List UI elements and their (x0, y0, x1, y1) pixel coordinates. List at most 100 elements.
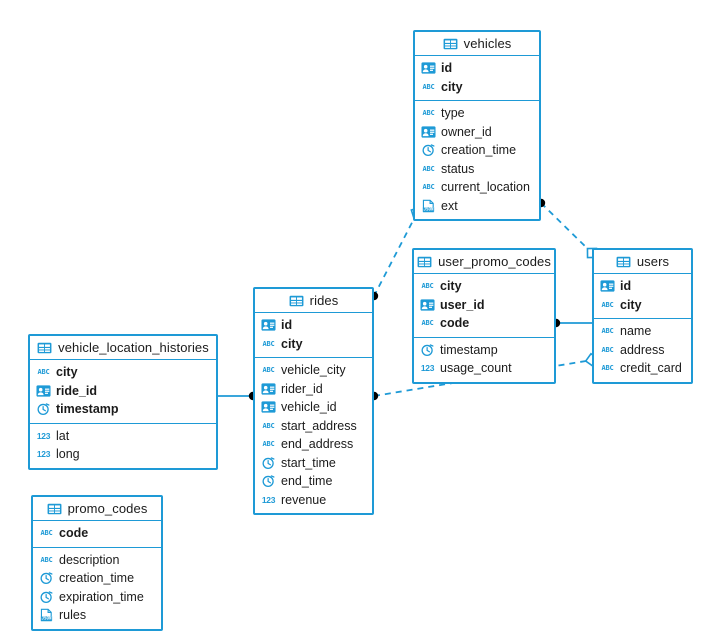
column-name: code (59, 526, 89, 541)
column-name: lat (56, 428, 70, 443)
table-name: vehicles (463, 36, 512, 51)
column-row[interactable]: ABC city (594, 296, 691, 315)
table-header-user_promo_codes[interactable]: user_promo_codes (414, 250, 554, 274)
column-row[interactable]: expiration_time (33, 588, 161, 607)
abc-icon: ABC (601, 300, 614, 309)
column-name: revenue (281, 492, 327, 507)
column-name: long (56, 447, 80, 462)
clock-icon (261, 456, 276, 470)
table-header-vehicle_location_histories[interactable]: vehicle_location_histories (30, 336, 216, 360)
column-name: name (620, 324, 652, 339)
column-row[interactable]: id (415, 59, 539, 78)
table-icon (289, 294, 304, 308)
id-card-icon (421, 61, 436, 75)
abc-icon: ABC (421, 319, 434, 328)
id-card-icon (420, 298, 435, 312)
abc-icon: ABC (40, 529, 53, 538)
abc-icon: ABC (262, 366, 275, 375)
123-icon: 123 (261, 494, 276, 505)
clock-icon (420, 343, 435, 357)
column-row[interactable]: ABC code (414, 314, 554, 333)
id-card-icon (421, 125, 436, 139)
column-row[interactable]: end_time (255, 472, 372, 491)
column-row[interactable]: timestamp (414, 341, 554, 360)
column-name: city (620, 297, 642, 312)
clock-icon (39, 571, 54, 585)
table-header-vehicles[interactable]: vehicles (415, 32, 539, 56)
column-row[interactable]: creation_time (33, 569, 161, 588)
json-icon: JSON (421, 199, 436, 213)
abc-icon: ABC (422, 109, 435, 118)
column-row[interactable]: ride_id (30, 382, 216, 401)
table-header-promo_codes[interactable]: promo_codes (33, 497, 161, 521)
column-row[interactable]: id (255, 316, 372, 335)
column-name: start_time (281, 455, 336, 470)
table-name: rides (309, 293, 339, 308)
column-row[interactable]: vehicle_id (255, 398, 372, 417)
relationship-line-vehicles-users[interactable] (540, 202, 593, 254)
abc-icon: ABC (262, 440, 275, 449)
column-row[interactable]: timestamp (30, 400, 216, 419)
column-name: expiration_time (59, 589, 144, 604)
table-header-users[interactable]: users (594, 250, 691, 274)
svg-text:JSON: JSON (424, 206, 434, 211)
relationship-line-vehicles-rides[interactable] (373, 212, 418, 297)
column-row[interactable]: 123 revenue (255, 491, 372, 510)
column-row[interactable]: user_id (414, 296, 554, 315)
table-icon (443, 37, 458, 51)
column-name: code (440, 316, 470, 331)
table-name: user_promo_codes (438, 254, 551, 269)
column-name: start_address (281, 418, 357, 433)
123-icon: 123 (420, 363, 435, 374)
svg-text:JSON: JSON (42, 616, 52, 621)
column-name: city (281, 336, 303, 351)
column-name: creation_time (59, 571, 135, 586)
table-name: users (636, 254, 670, 269)
table-name: vehicle_location_histories (58, 340, 209, 355)
abc-icon: ABC (601, 327, 614, 336)
column-name: description (59, 552, 120, 567)
column-row[interactable]: ABC name (594, 322, 691, 341)
column-name: end_time (281, 474, 333, 489)
column-row[interactable]: rider_id (255, 380, 372, 399)
column-name: ride_id (56, 383, 97, 398)
column-row[interactable]: start_time (255, 454, 372, 473)
column-row[interactable]: ABC code (33, 524, 161, 543)
abc-icon: ABC (601, 345, 614, 354)
column-row[interactable]: owner_id (415, 123, 539, 142)
column-row[interactable]: id (594, 277, 691, 296)
column-name: rider_id (281, 381, 323, 396)
table-header-rides[interactable]: rides (255, 289, 372, 313)
column-row[interactable]: creation_time (415, 141, 539, 160)
clock-icon (261, 474, 276, 488)
